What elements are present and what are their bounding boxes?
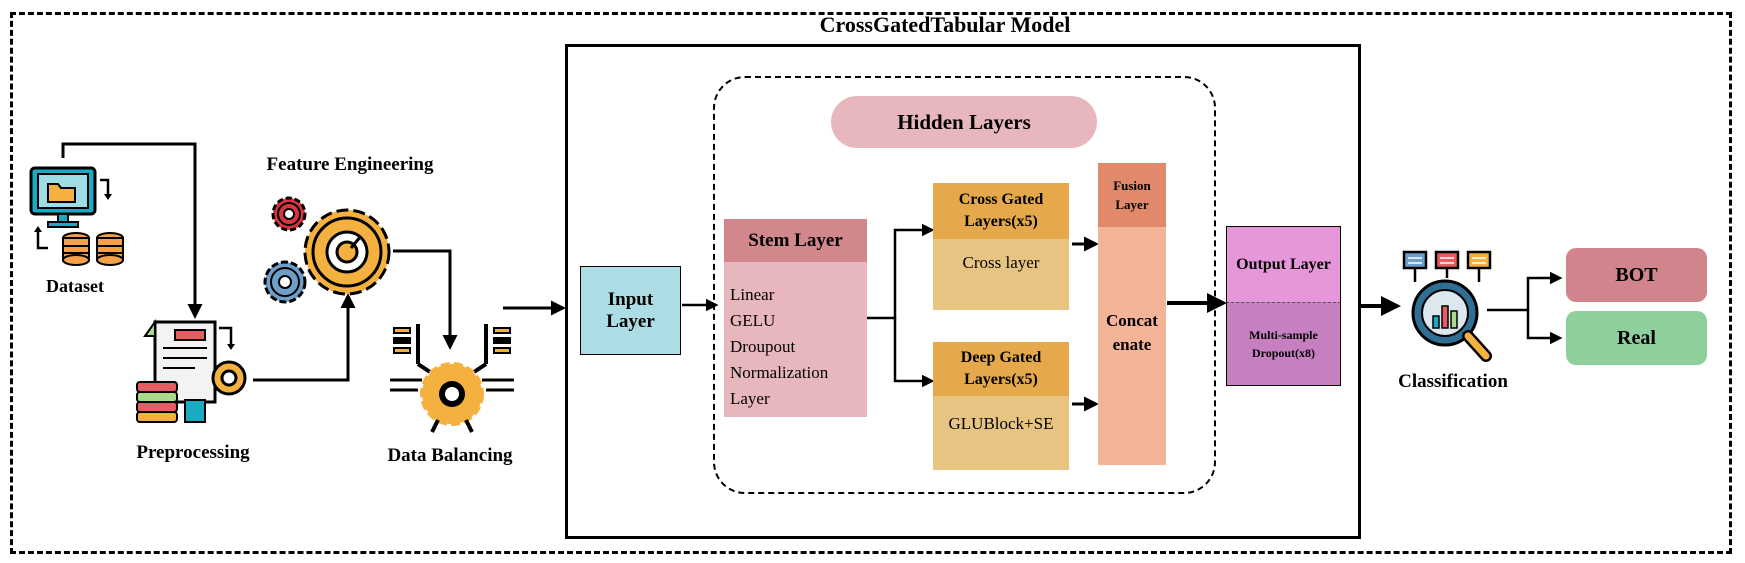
output-body-line2: Dropout(x8) (1251, 346, 1316, 360)
arrow-to-bot (1487, 271, 1563, 312)
stem-layer-header: Stem Layer (724, 219, 867, 262)
data-balancing-label: Data Balancing (387, 445, 513, 466)
outer-dashed-frame (10, 12, 1732, 554)
arrow-preprocessing-to-feature (253, 293, 356, 382)
stem-item-normalization: Normalization (730, 363, 829, 382)
fusion-body-line2: enate (1112, 335, 1152, 354)
fusion-layer-body: Concat enate (1098, 227, 1166, 465)
deep-gated-body: GLUBlock+SE (933, 396, 1069, 470)
cross-gated-body: Cross layer (933, 239, 1069, 310)
output-layer-body: Multi-sample Dropout(x8) (1226, 302, 1341, 386)
input-layer-label-line1: Input (607, 288, 654, 310)
cross-gated-title-line1: Cross Gated (958, 191, 1044, 208)
hidden-layers-frame (713, 76, 1216, 494)
stem-item-linear: Linear (730, 285, 775, 304)
fusion-body-line1: Concat (1106, 311, 1158, 330)
input-layer-label-line2: Layer (606, 310, 655, 332)
classification-magnifier-icon (1402, 250, 1492, 362)
deep-gated-title-line2: Layers(x5) (964, 371, 1038, 388)
arrow-dataset-to-preprocessing (61, 142, 203, 319)
arrow-stem-to-deep (893, 318, 935, 388)
data-balancing-icon (390, 324, 514, 433)
output-layer-header: Output Layer (1226, 226, 1341, 302)
classification-label: Classification (1398, 371, 1508, 392)
preprocessing-label: Preprocessing (136, 442, 250, 463)
fusion-layer-header: Fusion Layer (1098, 163, 1166, 227)
stem-item-layer: Layer (730, 389, 770, 408)
hidden-layers-pill: Hidden Layers (831, 96, 1097, 148)
dataset-icon (29, 166, 124, 266)
fusion-title-line1: Fusion (1113, 178, 1151, 193)
bot-result: BOT (1566, 248, 1707, 302)
arrow-stem-to-cross (867, 223, 935, 320)
diagram-title: CrossGatedTabular Model (819, 12, 1071, 37)
output-body-line1: Multi-sample (1249, 328, 1318, 342)
cross-gated-title-line2: Layers(x5) (964, 213, 1038, 230)
dataset-label: Dataset (46, 276, 104, 296)
feature-engineering-label: Feature Engineering (266, 154, 434, 175)
stem-layer-body: Linear GELU Droupout Normalization Layer (724, 262, 867, 417)
real-result: Real (1566, 311, 1707, 365)
cross-gated-header: Cross Gated Layers(x5) (933, 183, 1069, 239)
preprocessing-icon (136, 318, 247, 423)
gears-icon (263, 196, 391, 304)
stem-item-gelu: GELU (730, 311, 776, 330)
deep-gated-header: Deep Gated Layers(x5) (933, 342, 1069, 396)
input-layer-box: Input Layer (580, 266, 681, 355)
deep-gated-title-line1: Deep Gated (960, 349, 1042, 366)
fusion-title-line2: Layer (1115, 197, 1149, 212)
stem-item-dropout: Droupout (730, 337, 796, 356)
arrow-feature-to-balancing (393, 249, 458, 350)
arrow-to-real (1526, 310, 1563, 345)
model-frame (565, 44, 1361, 539)
